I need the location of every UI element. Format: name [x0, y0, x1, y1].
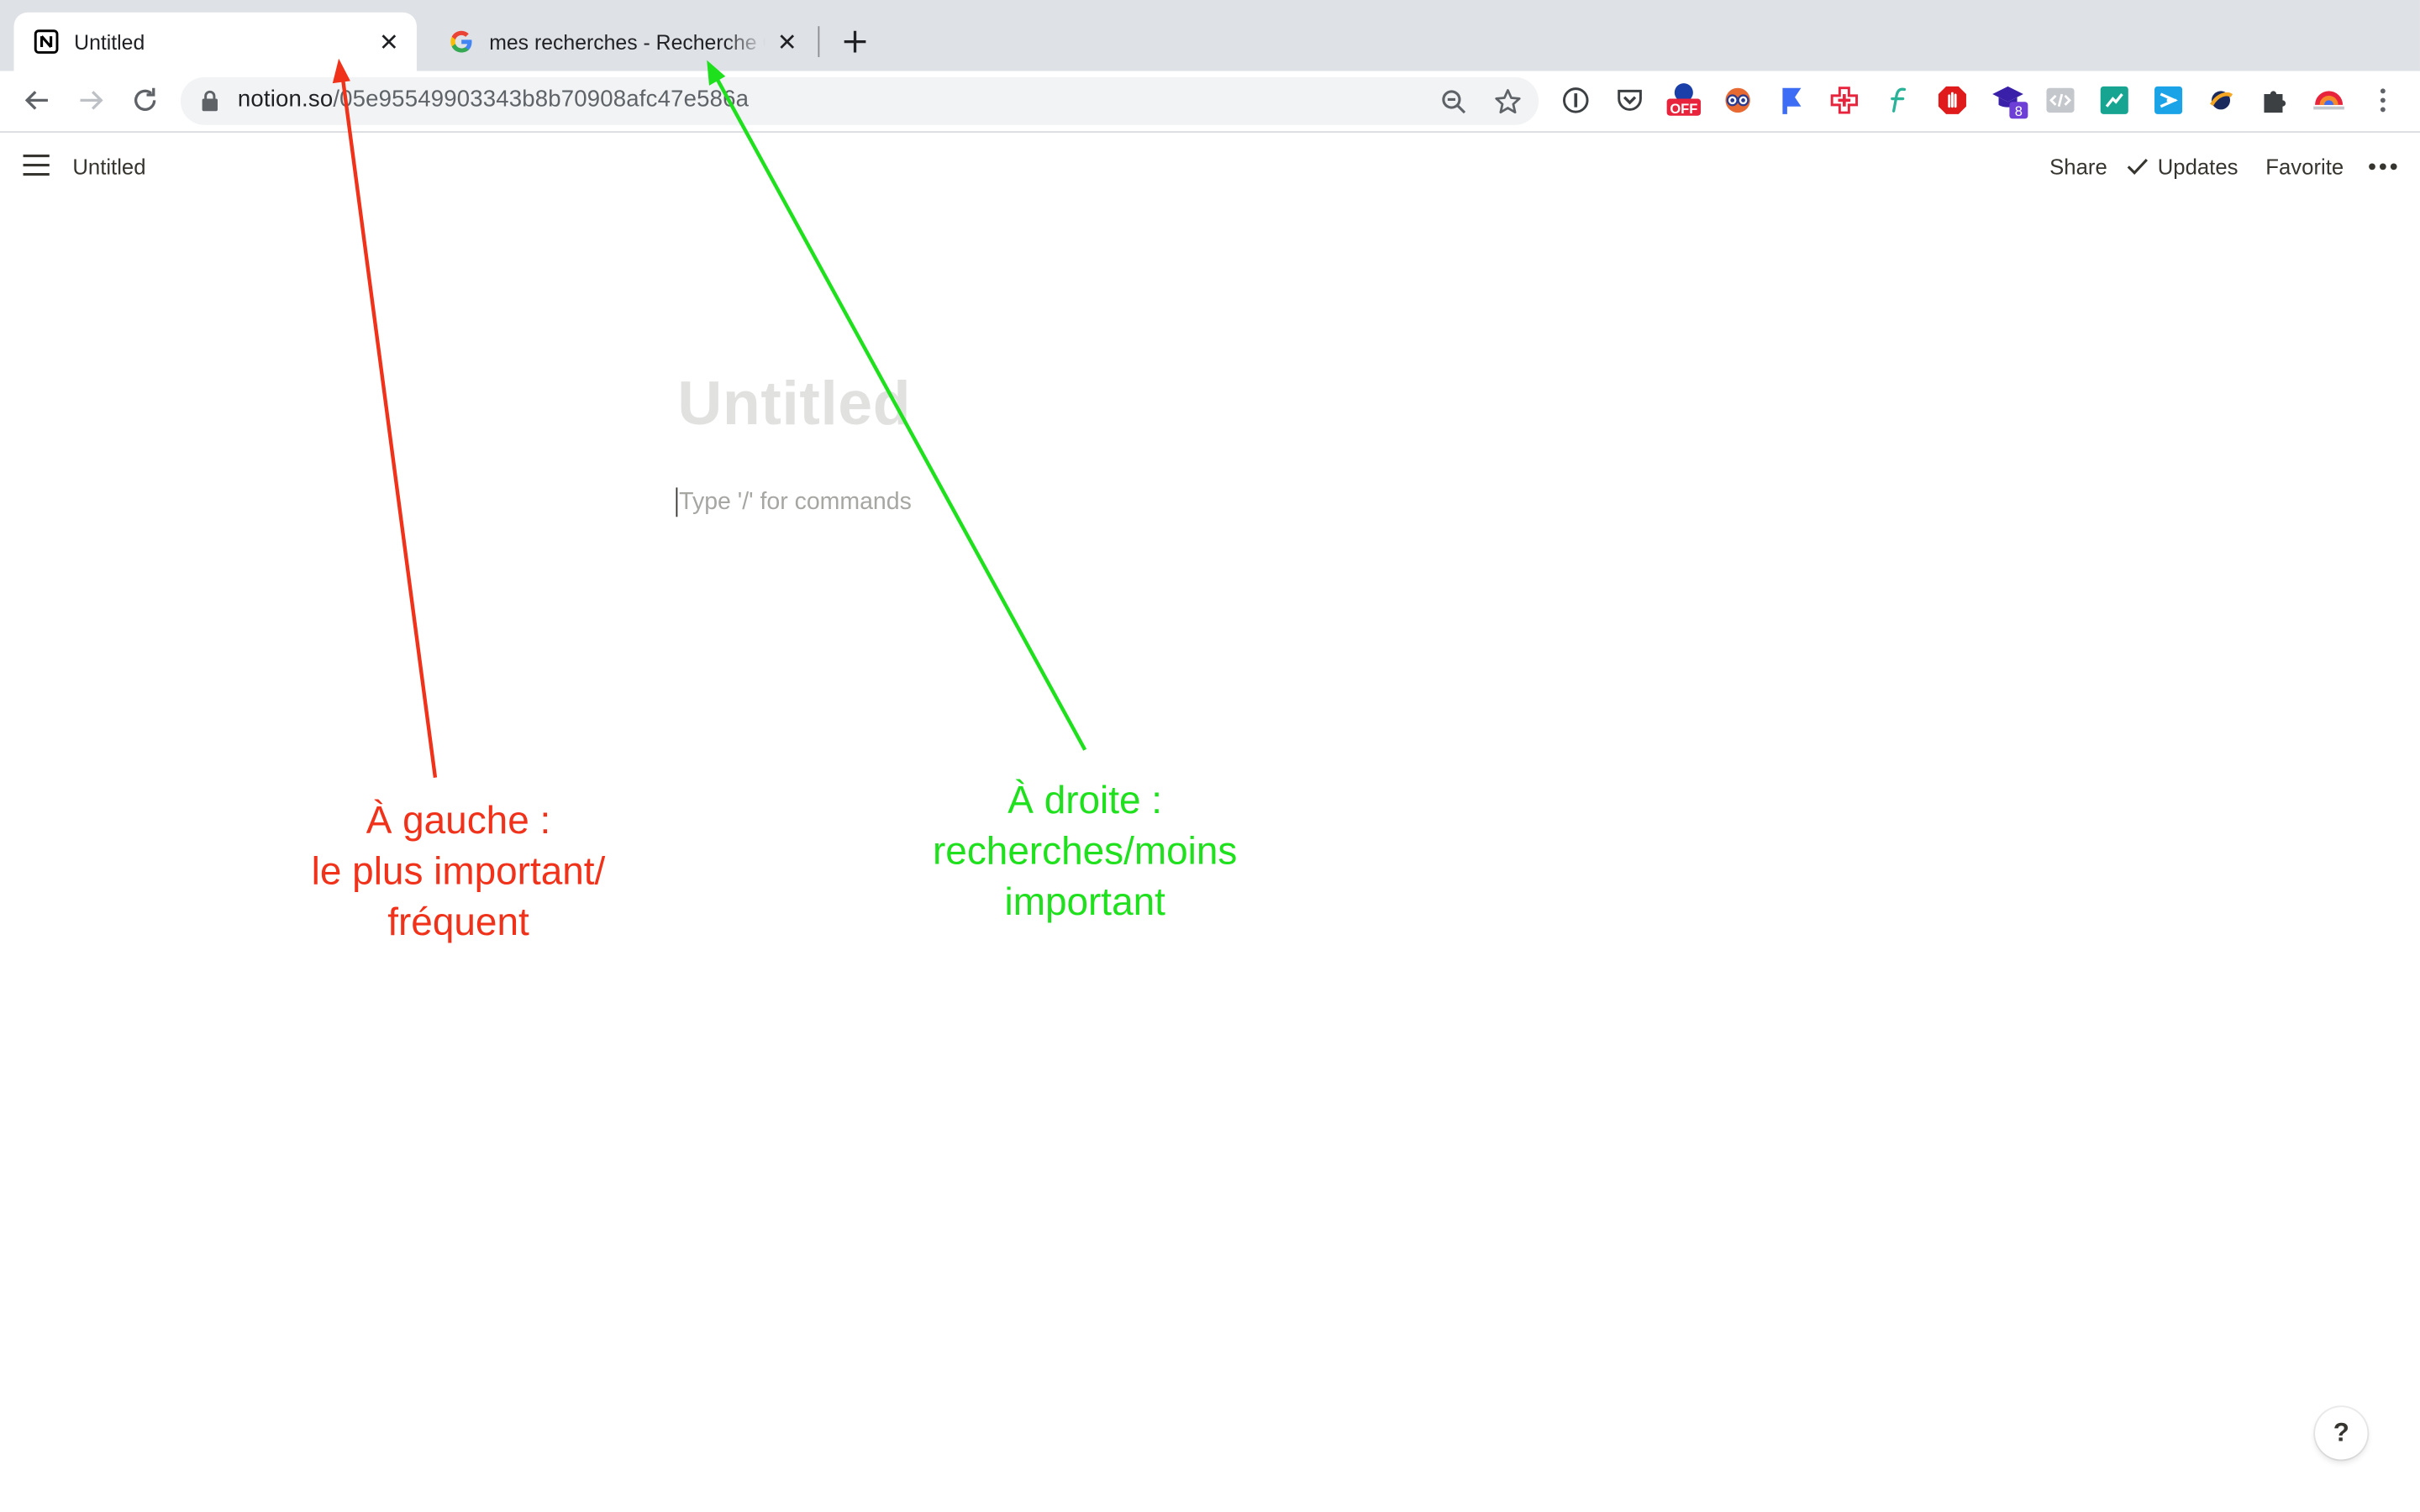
script-f-icon[interactable] — [1883, 85, 1914, 116]
checkmark-icon — [2127, 159, 2148, 175]
annotation-line: À gauche : — [366, 799, 551, 843]
owl-eyes-icon[interactable] — [1723, 85, 1754, 116]
breadcrumb-page-title[interactable]: Untitled — [72, 154, 146, 180]
lock-icon — [202, 90, 218, 112]
block-placeholder[interactable]: Type '/' for commands — [679, 489, 912, 516]
arrow-right-icon — [80, 91, 103, 110]
reload-button[interactable] — [128, 83, 161, 117]
extension-off-icon[interactable]: OFF — [1665, 81, 1702, 118]
updates-button[interactable]: Updates — [2127, 155, 2238, 179]
share-button[interactable]: Share — [2049, 154, 2107, 180]
tab-title: mes recherches - Recherche Google — [489, 29, 765, 54]
chrome-menu-icon[interactable] — [2367, 85, 2398, 116]
annotation-line: important — [1004, 880, 1165, 925]
updates-label: Updates — [2157, 154, 2238, 180]
code-tag-icon[interactable] — [2045, 85, 2076, 116]
plus-icon — [844, 30, 866, 53]
red-cross-icon[interactable] — [1828, 85, 1860, 116]
orbit-icon[interactable] — [2206, 85, 2237, 116]
close-tab-icon[interactable] — [775, 29, 799, 54]
notion-logo-icon — [34, 29, 59, 54]
more-options-icon[interactable] — [2367, 162, 2398, 171]
arrow-left-icon — [24, 91, 48, 110]
teal-image-icon[interactable] — [2099, 85, 2130, 116]
annotation-left-text: À gauche : le plus important/ fréquent — [227, 796, 690, 949]
blue-arrow-icon[interactable] — [2153, 85, 2184, 116]
annotation-line: le plus important/ — [311, 850, 606, 894]
url-text[interactable]: notion.so/05e95549903343b8b70908afc47e58… — [238, 87, 749, 113]
tab-notion-untitled[interactable]: Untitled — [13, 12, 417, 71]
address-bar[interactable]: notion.so/05e95549903343b8b70908afc47e58… — [180, 76, 1539, 125]
hamburger-menu-icon[interactable] — [22, 153, 51, 177]
tab-strip: Untitled mes recherches - Recherche Goog… — [0, 0, 2420, 71]
tab-google-search[interactable]: mes recherches - Recherche Google — [429, 13, 815, 71]
back-button[interactable] — [20, 83, 54, 117]
bookmark-flag-icon[interactable] — [1776, 85, 1807, 116]
url-path: /05e95549903343b8b70908afc47e586a — [333, 86, 750, 113]
help-button[interactable]: ? — [2315, 1407, 2368, 1460]
google-g-icon — [449, 29, 473, 54]
browser-toolbar: notion.so/05e95549903343b8b70908afc47e58… — [0, 71, 2420, 133]
reload-icon — [134, 87, 156, 111]
svg-text:8: 8 — [2015, 103, 2023, 119]
annotation-line: À droite : — [1007, 779, 1163, 822]
notion-topbar: Untitled Share Updates Favorite — [0, 133, 2420, 202]
zoom-icon[interactable] — [1440, 88, 1468, 116]
annotation-right-text: À droite : recherches/moins important — [854, 776, 1317, 929]
stop-hand-icon[interactable] — [1937, 85, 1968, 116]
new-tab-button[interactable] — [838, 24, 871, 58]
pocket-icon[interactable] — [1614, 85, 1645, 116]
onepassword-icon[interactable] — [1560, 85, 1591, 116]
close-tab-icon[interactable] — [376, 29, 401, 54]
favorite-button[interactable]: Favorite — [2265, 154, 2344, 180]
text-cursor — [676, 487, 678, 517]
profile-avatar-icon[interactable] — [2312, 85, 2345, 116]
forward-button[interactable] — [74, 83, 108, 117]
puzzle-icon[interactable] — [2260, 85, 2291, 116]
graduation-cap-icon[interactable]: 8 — [1991, 81, 2028, 119]
bookmark-star-icon[interactable] — [1494, 88, 1522, 116]
annotation-line: recherches/moins — [932, 830, 1238, 874]
url-host: notion.so — [237, 86, 334, 113]
tab-separator — [818, 26, 820, 57]
tab-title: Untitled — [74, 29, 145, 54]
svg-text:OFF: OFF — [1670, 101, 1697, 117]
page-title-input[interactable]: Untitled — [677, 370, 912, 438]
annotation-line: fréquent — [387, 900, 529, 945]
